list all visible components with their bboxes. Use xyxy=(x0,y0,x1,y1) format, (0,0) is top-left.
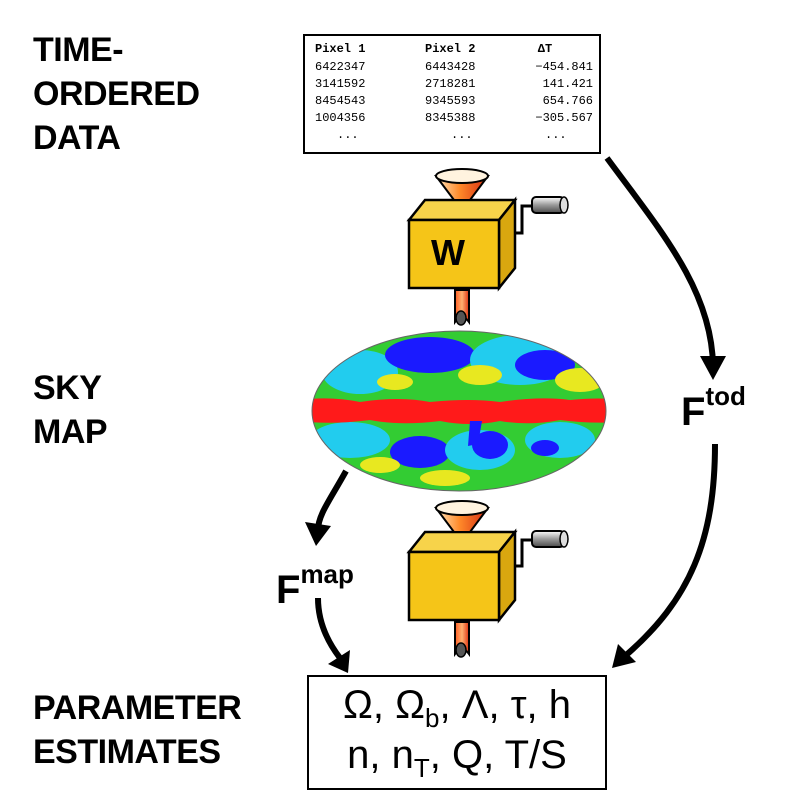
table-cell: 8454543 xyxy=(315,94,366,108)
fisher-tod-label: Ftod xyxy=(681,381,746,435)
params-line-1-sub: b xyxy=(425,703,440,733)
table-cell: 2718281 xyxy=(425,77,476,91)
machine-front-face xyxy=(407,218,501,290)
tod-label: TIME- ORDERED DATA xyxy=(33,28,200,160)
arrow-map-to-fmap xyxy=(315,469,349,531)
params-line-2-text: n, n xyxy=(347,733,414,777)
arrow-fmap-to-params xyxy=(315,597,343,660)
machine-label: W xyxy=(431,232,465,273)
table-cell: −454.841 xyxy=(535,60,593,74)
sky-map-label: SKY MAP xyxy=(33,366,108,454)
tod-table: Pixel 1 Pixel 2 ΔT 6422347 6443428 −454.… xyxy=(303,34,601,154)
sky-map-image xyxy=(312,331,606,491)
compression-machine-w: W xyxy=(406,168,569,326)
params-label-line-2: ESTIMATES xyxy=(33,733,221,771)
crank-handle-icon xyxy=(531,530,565,548)
table-row: 1004356 8345388 −305.567 xyxy=(305,111,599,127)
params-line-1-rest: , Λ, τ, h xyxy=(439,683,571,727)
arrow-head-icon xyxy=(328,650,350,673)
table-cell: 8345388 xyxy=(425,111,476,125)
table-cell: 654.766 xyxy=(542,94,593,108)
parameter-estimates-box: Ω, Ωb, Λ, τ, h n, nT, Q, T/S xyxy=(307,675,607,790)
arrow-head-icon xyxy=(612,644,636,668)
fisher-map-label: Fmap xyxy=(276,559,354,613)
header-delta-t: ΔT xyxy=(537,42,553,56)
fisher-tod-base: F xyxy=(681,390,706,434)
table-cell: 6422347 xyxy=(315,60,366,74)
header-pixel-2: Pixel 2 xyxy=(425,42,476,56)
params-line-1: Ω, Ωb, Λ, τ, h xyxy=(309,683,605,734)
arrow-ftod-to-params xyxy=(623,443,718,659)
fisher-map-sup: map xyxy=(300,559,354,589)
table-row: 3141592 2718281 141.421 xyxy=(305,77,599,93)
table-cell: ... xyxy=(545,128,567,142)
machine-top-face xyxy=(406,198,518,222)
fisher-tod-sup: tod xyxy=(705,381,746,411)
fisher-map-base: F xyxy=(276,568,301,612)
crank-arm xyxy=(515,538,534,568)
sky-map-outline xyxy=(311,330,607,492)
table-row: ... ... ... xyxy=(305,128,599,144)
table-cell: ... xyxy=(451,128,473,142)
table-cell: 141.421 xyxy=(542,77,593,91)
sky-map-label-line-2: MAP xyxy=(33,413,108,451)
machine-top-face xyxy=(406,530,518,554)
table-cell: 6443428 xyxy=(425,60,476,74)
arrow-head-icon xyxy=(700,356,726,380)
table-cell: 1004356 xyxy=(315,111,366,125)
tod-header-row: Pixel 1 Pixel 2 ΔT xyxy=(305,42,599,58)
header-pixel-1: Pixel 1 xyxy=(315,42,366,56)
compression-machine-2 xyxy=(406,500,569,658)
arrow-head-icon xyxy=(305,522,331,546)
params-line-2-rest: , Q, T/S xyxy=(429,733,567,777)
arrow-tod-to-ftod xyxy=(604,156,716,367)
params-label-line-1: PARAMETER xyxy=(33,689,242,727)
crank-arm xyxy=(515,204,534,235)
tod-label-line-3: DATA xyxy=(33,119,121,157)
params-line-2: n, nT, Q, T/S xyxy=(309,733,605,784)
table-row: 8454543 9345593 654.766 xyxy=(305,94,599,110)
tod-label-line-2: ORDERED xyxy=(33,75,200,113)
sky-map-label-line-1: SKY xyxy=(33,369,102,407)
params-line-1-text: Ω, Ω xyxy=(343,683,426,727)
table-row: 6422347 6443428 −454.841 xyxy=(305,60,599,76)
parameter-estimates-label: PARAMETER ESTIMATES xyxy=(33,686,242,774)
galactic-plane-band xyxy=(312,398,606,424)
crank-handle-icon xyxy=(531,196,565,214)
table-cell: ... xyxy=(337,128,359,142)
machine-front-face xyxy=(407,550,501,622)
table-cell: 3141592 xyxy=(315,77,366,91)
tod-label-line-1: TIME- xyxy=(33,31,124,69)
params-line-2-sub: T xyxy=(413,753,430,783)
table-cell: 9345593 xyxy=(425,94,476,108)
table-cell: −305.567 xyxy=(535,111,593,125)
